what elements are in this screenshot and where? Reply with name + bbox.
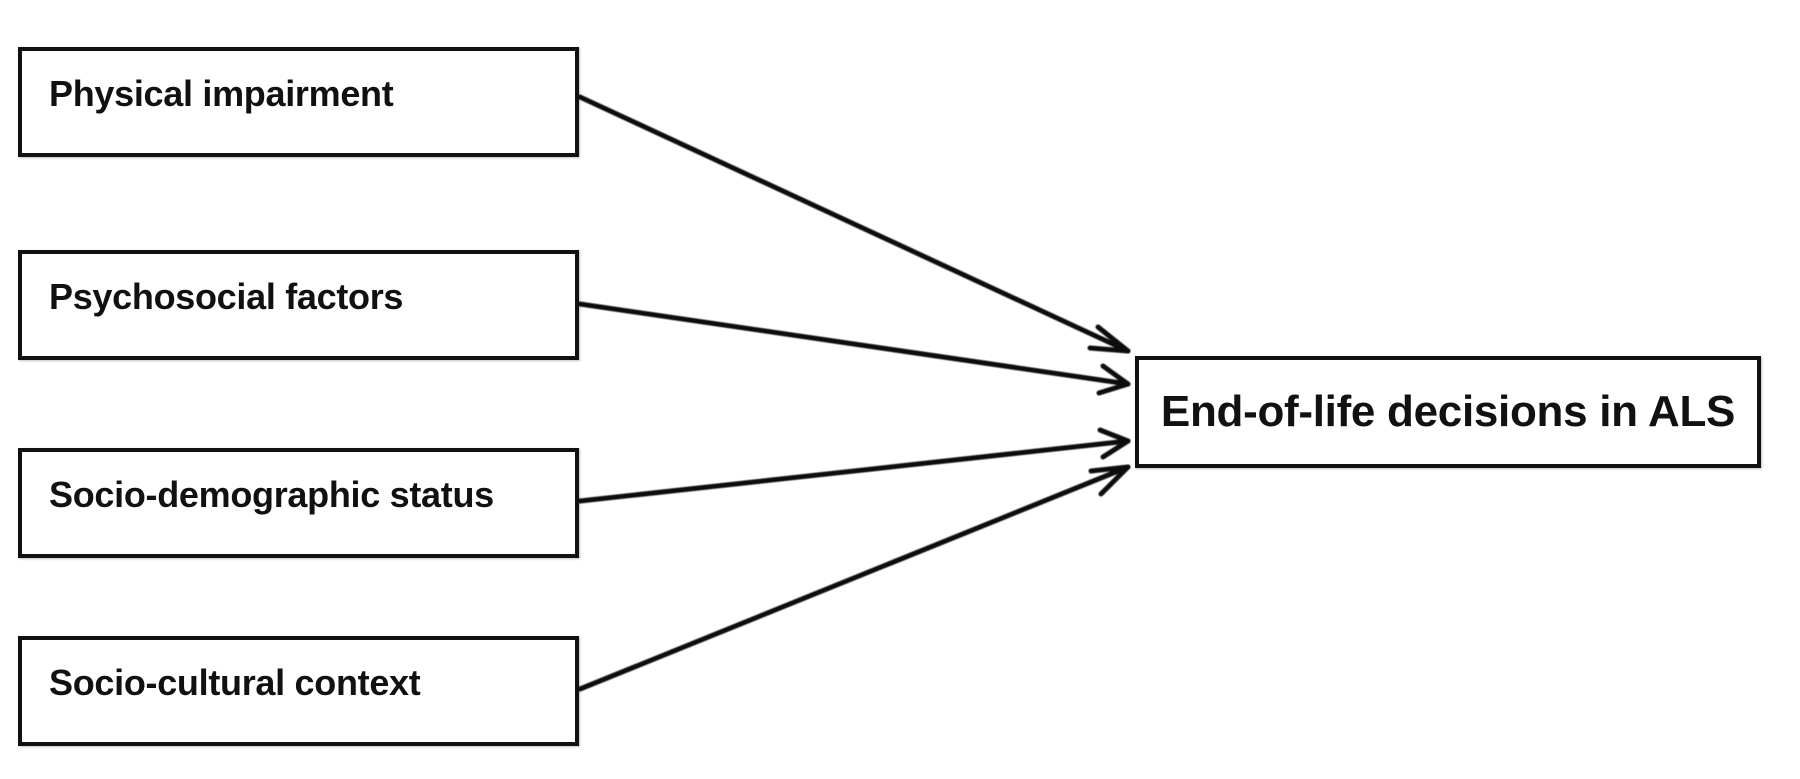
- outcome-box: End-of-life decisions in ALS: [1135, 356, 1761, 468]
- arrow-socio-cultural-context: [577, 464, 1131, 692]
- outcome-label: End-of-life decisions in ALS: [1160, 387, 1736, 436]
- factor-label: Socio-demographic status: [49, 474, 494, 515]
- factor-box-socio-cultural-context: Socio-cultural context: [18, 636, 579, 746]
- arrow-socio-demographic-status: [577, 427, 1131, 504]
- factor-label: Physical impairment: [49, 73, 394, 114]
- factor-label: Psychosocial factors: [49, 276, 404, 317]
- factor-box-physical-impairment: Physical impairment: [18, 47, 579, 157]
- arrow-physical-impairment: [577, 94, 1131, 354]
- factor-box-psychosocial-factors: Psychosocial factors: [18, 250, 579, 360]
- factor-label: Socio-cultural context: [49, 662, 421, 703]
- factor-box-socio-demographic-status: Socio-demographic status: [18, 448, 579, 558]
- arrow-psychosocial-factors: [577, 301, 1131, 396]
